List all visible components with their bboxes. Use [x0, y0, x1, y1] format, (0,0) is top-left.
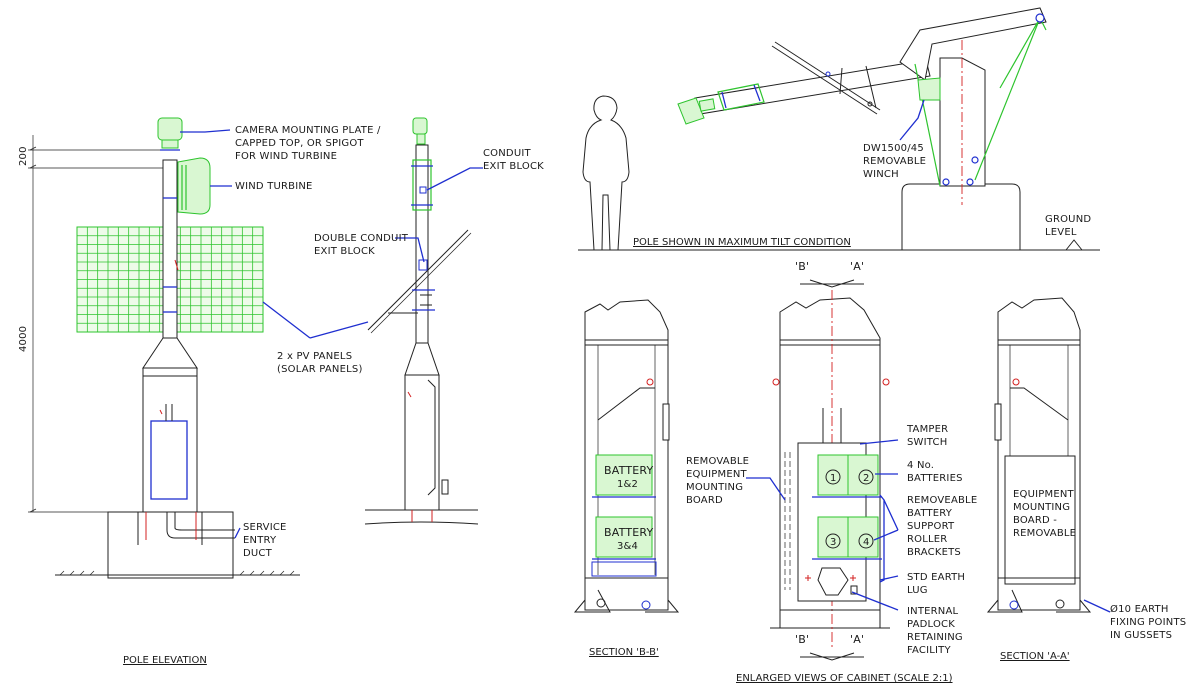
- ground-label-1: GROUND: [1045, 214, 1091, 225]
- section-b-top: 'B': [795, 260, 809, 273]
- cabinet-door: [150, 420, 188, 500]
- pole-elevation-view: 200 4000: [18, 117, 381, 666]
- camera-mount: [157, 117, 183, 151]
- pv-panels-label-2: (SOLAR PANELS): [277, 364, 363, 375]
- battery-12-label-2: 1&2: [617, 479, 638, 490]
- winch-label-1: DW1500/45: [863, 143, 924, 154]
- pole-mast: [162, 159, 178, 339]
- dimension-4000: 4000: [18, 326, 29, 352]
- equipment-board-label-4: REMOVABLE: [1013, 528, 1076, 539]
- battery-number-1: 1: [830, 473, 837, 484]
- conduit-label-1: CONDUIT: [483, 148, 532, 159]
- roller-label-4: ROLLER: [907, 534, 947, 545]
- equipment-board-label-3: BOARD -: [1013, 515, 1057, 526]
- battery-34-label-2: 3&4: [617, 541, 638, 552]
- roller-label-3: SUPPORT: [907, 521, 955, 532]
- tamper-label-2: SWITCH: [907, 437, 947, 448]
- earth-lug-label-2: LUG: [907, 585, 928, 596]
- earth-lug-label-1: STD EARTH: [907, 572, 965, 583]
- section-a-top: 'A': [850, 260, 864, 273]
- cabinet-enlarged-view: 'B' 'A' 'B' 'A' 1 2 3 4: [686, 260, 977, 684]
- padlock-label-4: FACILITY: [907, 645, 951, 656]
- double-conduit-label-2: EXIT BLOCK: [314, 246, 375, 257]
- double-conduit-label-1: DOUBLE CONDUIT: [314, 233, 409, 244]
- removable-board-label-3: MOUNTING: [686, 482, 743, 493]
- padlock-label-2: PADLOCK: [907, 619, 955, 630]
- pole-side-view: CONDUIT EXIT BLOCK DOUBLE CONDUIT EXIT B…: [309, 117, 544, 525]
- battery-12-label-1: BATTERY: [604, 464, 654, 477]
- battery-12: [595, 454, 653, 496]
- roller-label-5: BRACKETS: [907, 547, 961, 558]
- battery-34: [595, 516, 653, 558]
- wind-turbine-label: WIND TURBINE: [235, 181, 313, 192]
- section-b-bottom: 'B': [795, 633, 809, 646]
- padlock-label-3: RETAINING: [907, 632, 963, 643]
- battery-34-label-1: BATTERY: [604, 526, 654, 539]
- section-aa-view: EQUIPMENT MOUNTING BOARD - REMOVABLE Ø10…: [986, 297, 1186, 662]
- removable-board-label-2: EQUIPMENT: [686, 469, 748, 480]
- winch-label-3: WINCH: [863, 169, 899, 180]
- roller-label-2: BATTERY: [907, 508, 953, 519]
- camera-label-3: FOR WIND TURBINE: [235, 151, 337, 162]
- battery-number-3: 3: [830, 537, 837, 548]
- human-scale-figure: [582, 95, 630, 251]
- equipment-board-label-2: MOUNTING: [1013, 502, 1070, 513]
- fixing-label-1: Ø10 EARTH: [1110, 603, 1169, 615]
- section-a-bottom: 'A': [850, 633, 864, 646]
- dimension-200: 200: [18, 146, 29, 166]
- pole-elevation-title: POLE ELEVATION: [123, 655, 207, 666]
- dimension-lines: 200 4000: [18, 135, 165, 513]
- tilt-title: POLE SHOWN IN MAXIMUM TILT CONDITION: [633, 237, 851, 248]
- section-bb-view: BATTERY 1&2 BATTERY 3&4 SECTION 'B-B': [573, 299, 680, 658]
- service-label-3: DUCT: [243, 548, 273, 559]
- equipment-board-label-1: EQUIPMENT: [1013, 489, 1075, 500]
- section-bb-title: SECTION 'B-B': [589, 647, 659, 658]
- camera-label-2: CAPPED TOP, OR SPIGOT: [235, 138, 364, 149]
- removable-board-label-4: BOARD: [686, 495, 723, 506]
- batteries-label-2: BATTERIES: [907, 473, 963, 484]
- pv-panels-label-1: 2 x PV PANELS: [277, 351, 352, 362]
- tamper-label-1: TAMPER: [906, 424, 948, 435]
- foundation-left: [55, 511, 300, 579]
- padlock-label-1: INTERNAL: [907, 606, 959, 617]
- battery-number-4: 4: [863, 537, 870, 548]
- batteries-label-1: 4 No.: [907, 460, 934, 471]
- service-label-2: ENTRY: [243, 535, 277, 546]
- wind-turbine: [177, 157, 211, 215]
- enlarged-views-title: ENLARGED VIEWS OF CABINET (SCALE 2:1): [736, 673, 953, 684]
- battery-number-2: 2: [863, 473, 870, 484]
- camera-label-1: CAMERA MOUNTING PLATE /: [235, 125, 381, 136]
- conduit-label-2: EXIT BLOCK: [483, 161, 544, 172]
- equipment-board: [1004, 455, 1076, 585]
- service-label-1: SERVICE: [243, 522, 287, 533]
- fixing-label-2: FIXING POINTS: [1110, 617, 1186, 628]
- roller-label-1: REMOVEABLE: [907, 495, 977, 506]
- fixing-label-3: IN GUSSETS: [1110, 630, 1172, 641]
- removable-board-label-1: REMOVABLE: [686, 456, 749, 467]
- ground-label-2: LEVEL: [1045, 227, 1077, 238]
- section-aa-title: SECTION 'A-A': [1000, 651, 1070, 662]
- tilt-condition-view: DW1500/45 REMOVABLE WINCH GROUND LEVEL P…: [578, 7, 1100, 251]
- winch-label-2: REMOVABLE: [863, 156, 926, 167]
